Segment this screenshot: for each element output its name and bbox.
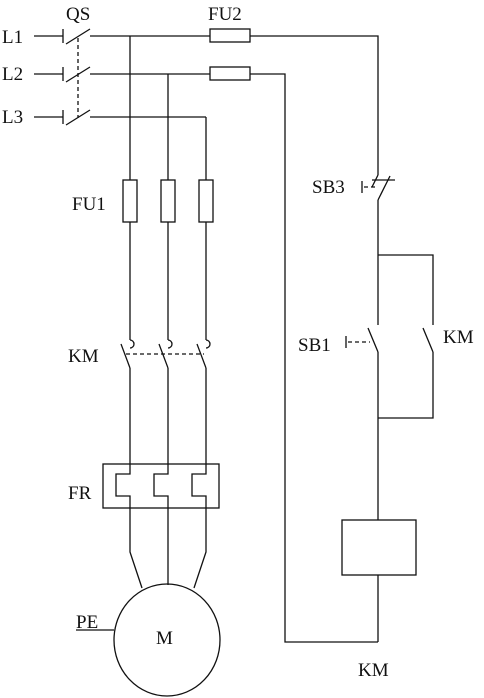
qs-switch <box>65 28 91 126</box>
ground-label-pe: PE <box>76 612 98 633</box>
fuse-label-fu2: FU2 <box>208 4 242 25</box>
sb3-stop-button <box>361 174 395 325</box>
switch-label-qs: QS <box>66 4 90 25</box>
bus-lines <box>90 35 379 643</box>
fr-thermal-relay <box>102 463 220 509</box>
km-main-contacts <box>120 339 211 464</box>
main-conductors <box>129 36 207 340</box>
relay-label-fr: FR <box>68 483 92 504</box>
motor-m <box>113 583 221 697</box>
fu2-fuses <box>209 28 251 81</box>
motor-leads <box>76 508 207 631</box>
fu1-fuses <box>122 179 214 223</box>
terminal-label-l1: L1 <box>2 27 23 48</box>
terminal-label-l2: L2 <box>2 64 23 85</box>
fuse-label-fu1: FU1 <box>72 194 106 215</box>
button-label-sb1: SB1 <box>298 335 331 356</box>
terminal-label-l3: L3 <box>2 107 23 128</box>
input-leads <box>34 29 64 124</box>
motor-label: M <box>156 628 173 649</box>
km-coil <box>341 519 417 576</box>
aux-contact-label-km: KM <box>443 327 474 348</box>
contactor-label-km-main: KM <box>68 346 99 367</box>
sb1-start-branch <box>345 254 434 520</box>
km-holding-contact <box>378 327 434 419</box>
button-label-sb3: SB3 <box>312 177 345 198</box>
coil-label-km: KM <box>358 660 389 681</box>
